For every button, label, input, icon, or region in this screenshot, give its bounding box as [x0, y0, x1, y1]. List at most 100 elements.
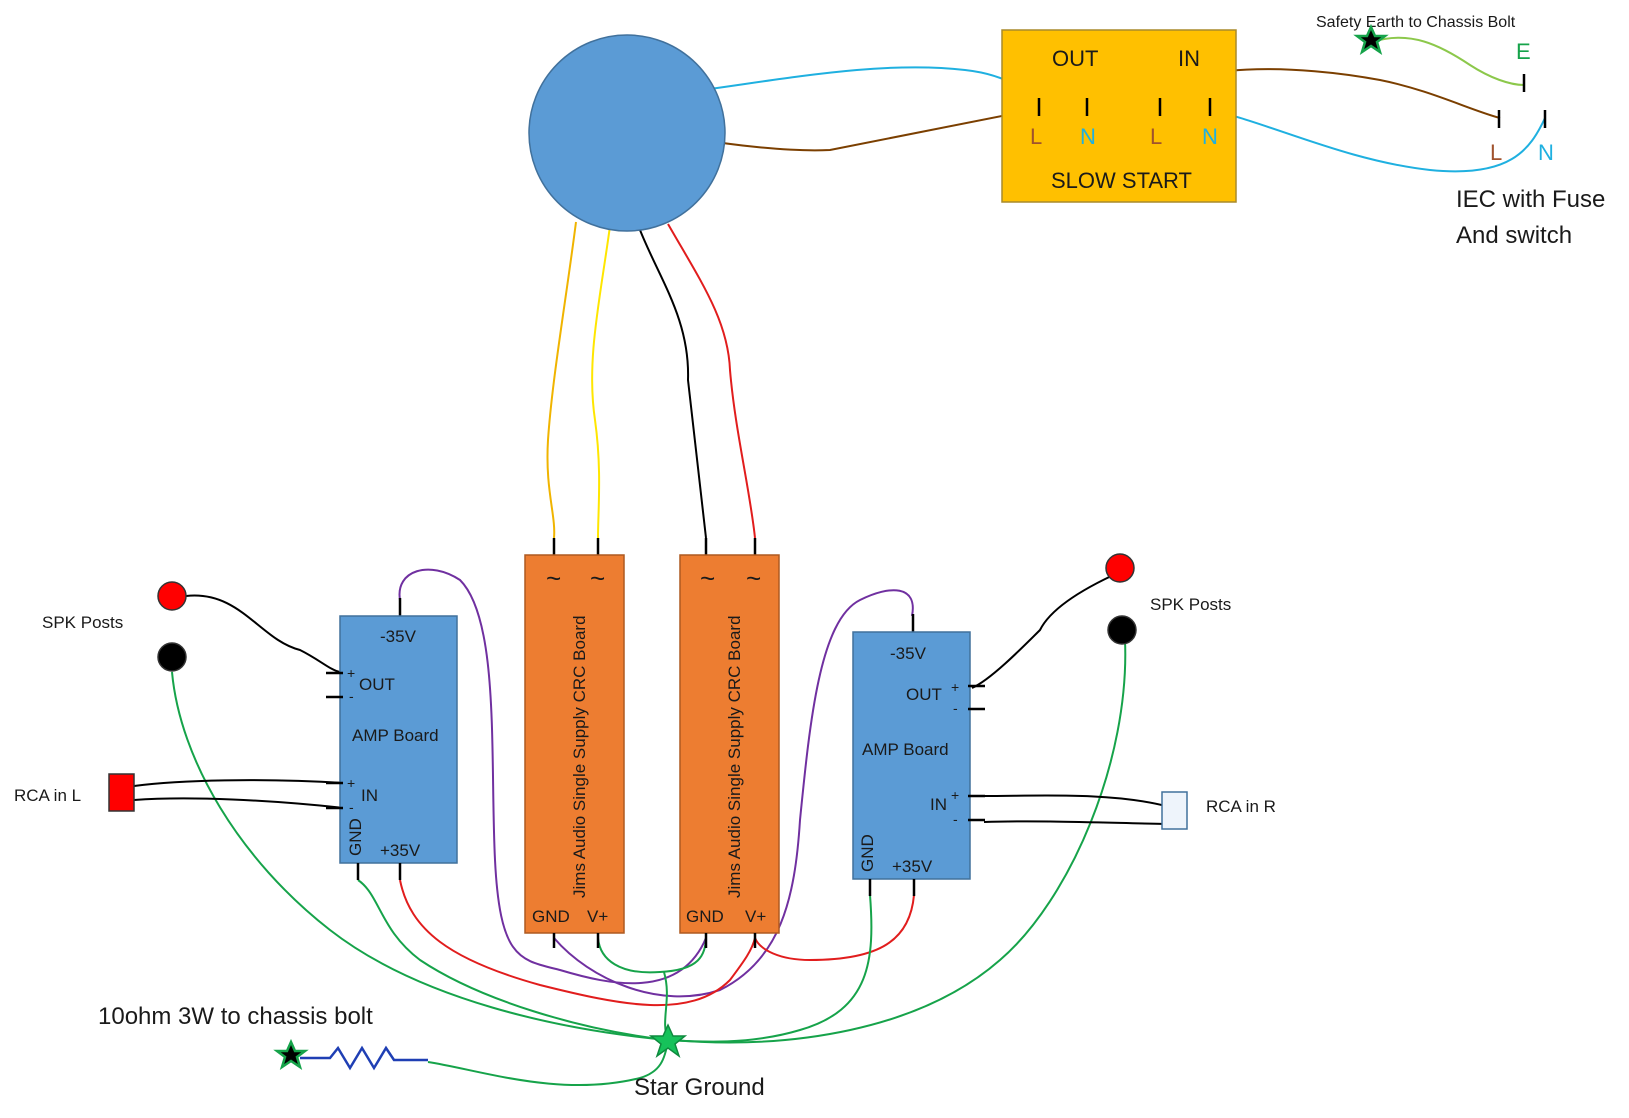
amp-right-out-plus: +	[951, 679, 959, 695]
slow-start-box	[1001, 29, 1237, 203]
wires	[133, 36, 1546, 1087]
amp-left-out-minus: -	[349, 688, 354, 704]
amp-board-left: -35V + - OUT AMP Board + - IN GND +35V	[326, 598, 458, 880]
amp-right-box	[852, 631, 971, 880]
slow-start-in-l-label: L	[1150, 124, 1162, 149]
amp-left-in-label: IN	[361, 786, 378, 805]
crc1-ac-symbol-2: ~	[590, 563, 605, 593]
safety-earth-label: Safety Earth to Chassis Bolt	[1316, 14, 1516, 31]
iec-l-label: L	[1490, 140, 1502, 165]
amp-right-in-label: IN	[930, 795, 947, 814]
rca-right-jack	[1161, 791, 1188, 830]
wire-rca-right-2	[983, 820, 1167, 825]
star-ground: Star Ground	[634, 1023, 765, 1101]
resistor-label: 10ohm 3W to chassis bolt	[98, 1003, 373, 1030]
crc2-gnd-label: GND	[686, 907, 724, 926]
slow-start-out-l-label: L	[1030, 124, 1042, 149]
wire-left-neg-rail	[398, 568, 707, 985]
amp-left-neg-rail: -35V	[380, 627, 417, 646]
iec-inlet: Safety Earth to Chassis Bolt E L N IEC w…	[1316, 14, 1605, 249]
amp-left-pos-rail: +35V	[380, 841, 421, 860]
crc-board-1: ~ ~ Jims Audio Single Supply CRC Board G…	[524, 538, 625, 948]
star-ground-icon	[648, 1023, 688, 1058]
crc1-box	[524, 554, 625, 934]
chassis-bolt-star-icon	[273, 1038, 309, 1070]
amp-right-neg-rail: -35V	[890, 644, 927, 663]
wire-right-pos-rail	[754, 894, 915, 962]
wire-spk-right-neg	[671, 639, 1127, 1044]
wire-left-pos-rail	[399, 879, 756, 1007]
transformer	[528, 34, 726, 232]
crc2-ac-symbol-1: ~	[700, 563, 715, 593]
wire-in-neutral	[1199, 107, 1546, 173]
slow-start-title: SLOW START	[1051, 168, 1192, 193]
wire-rca-left-2	[133, 797, 345, 809]
iec-title-line1: IEC with Fuse	[1456, 186, 1605, 213]
wire-rca-right-1	[983, 794, 1167, 807]
iec-title-line2: And switch	[1456, 222, 1572, 249]
amp-left-in-minus: -	[349, 799, 354, 815]
resistor-symbol	[300, 1045, 428, 1071]
crc1-gnd-label: GND	[532, 907, 570, 926]
wire-spk-right-pos	[971, 571, 1121, 689]
spk-post-right-black	[1107, 615, 1137, 645]
wire-resistor-lead	[427, 1039, 669, 1087]
spk-posts-left: SPK Posts	[42, 581, 187, 672]
amp-right-out-label: OUT	[906, 685, 942, 704]
star-ground-label: Star Ground	[634, 1074, 765, 1101]
amp-left-out-plus: +	[347, 665, 355, 681]
wire-primary-live	[691, 109, 1033, 152]
rca-right-label: RCA in R	[1206, 797, 1276, 816]
amp-left-box	[339, 615, 458, 864]
amp-right-out-minus: -	[953, 700, 958, 716]
iec-e-label: E	[1516, 39, 1531, 64]
spk-posts-right: SPK Posts	[1105, 553, 1231, 645]
crc2-vplus-label: V+	[745, 907, 766, 926]
rca-right: RCA in R	[1161, 791, 1276, 830]
slow-start-in-label: IN	[1178, 46, 1200, 71]
slow-start-board: OUT IN SLOW START L N L N	[1001, 29, 1237, 203]
amp-right-title: AMP Board	[862, 740, 949, 759]
wire-ac-red-2	[667, 223, 756, 539]
crc2-ac-symbol-2: ~	[746, 563, 761, 593]
spk-post-left-black	[157, 642, 187, 672]
spk-post-right-red	[1105, 553, 1135, 583]
amp-board-right: -35V OUT + - AMP Board IN + - GND +35V	[852, 614, 985, 896]
iec-n-label: N	[1538, 140, 1554, 165]
wire-safety-earth	[1371, 36, 1525, 86]
amp-left-title: AMP Board	[352, 726, 439, 745]
crc2-box	[679, 554, 780, 934]
amp-right-pos-rail: +35V	[892, 857, 933, 876]
wire-right-gnd	[667, 894, 873, 1043]
crc1-ac-symbol-1: ~	[546, 563, 561, 593]
resistor-to-chassis: 10ohm 3W to chassis bolt	[98, 1003, 428, 1071]
rca-left-label: RCA in L	[14, 786, 81, 805]
amp-left-gnd-label: GND	[346, 818, 365, 856]
spk-post-left-red	[157, 581, 187, 611]
crc1-board-label: Jims Audio Single Supply CRC Board	[570, 615, 589, 898]
slow-start-in-n-label: N	[1202, 124, 1218, 149]
amp-right-in-minus: -	[953, 811, 958, 827]
amp-right-gnd-label: GND	[858, 834, 877, 872]
rca-left: RCA in L	[14, 773, 135, 812]
crc-board-2: ~ ~ Jims Audio Single Supply CRC Board G…	[679, 538, 780, 948]
wire-crc-link	[597, 937, 707, 974]
slow-start-out-n-label: N	[1080, 124, 1096, 149]
slow-start-out-label: OUT	[1052, 46, 1098, 71]
wire-spk-left-pos	[185, 594, 341, 673]
wire-spk-left-neg	[171, 671, 669, 1041]
spk-posts-right-label: SPK Posts	[1150, 595, 1231, 614]
wire-left-gnd	[357, 879, 669, 1041]
safety-earth-star-icon	[1353, 23, 1389, 55]
wire-ac-black-2	[639, 229, 707, 539]
amp-right-in-plus: +	[951, 787, 959, 803]
amp-left-in-plus: +	[347, 775, 355, 791]
amp-left-out-label: OUT	[359, 675, 395, 694]
wire-primary-neutral	[687, 66, 1041, 111]
wire-ac-orange-1	[546, 221, 577, 539]
spk-posts-left-label: SPK Posts	[42, 613, 123, 632]
crc2-board-label: Jims Audio Single Supply CRC Board	[725, 615, 744, 898]
wire-ac-yellow-1	[591, 225, 611, 539]
